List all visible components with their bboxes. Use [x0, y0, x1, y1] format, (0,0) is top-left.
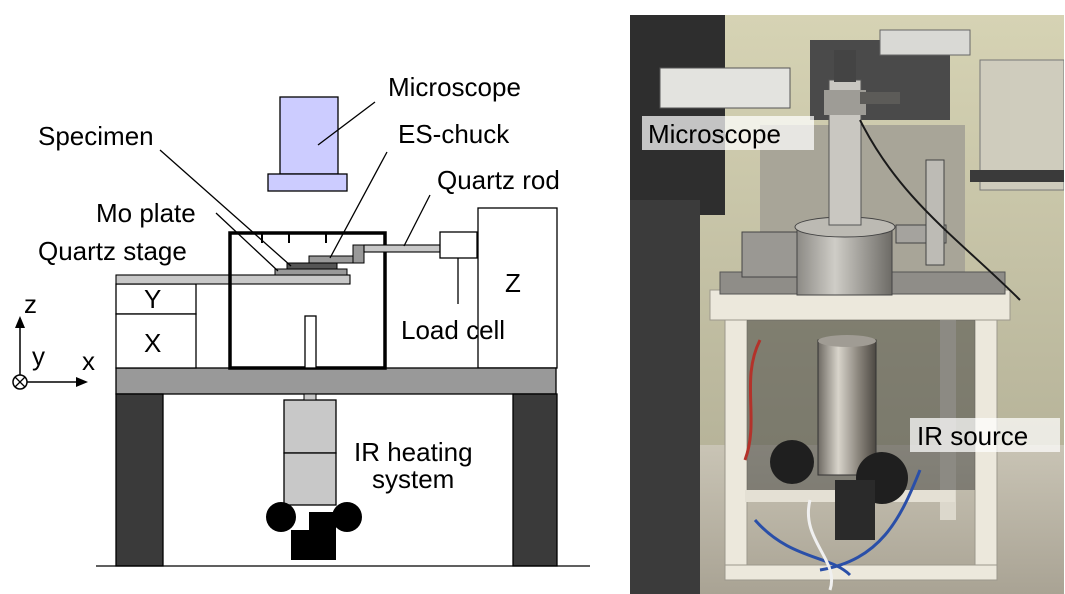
- photo-bg-shelf-left: [630, 15, 725, 215]
- quartz-rod-label: Quartz rod: [437, 165, 560, 195]
- x-axis-label: x: [82, 346, 95, 376]
- schematic-diagram: Microscope Specimen ES-chuck Quartz rod …: [12, 72, 590, 567]
- microscope-base: [267, 173, 348, 192]
- ir-base-block-lower: [291, 530, 336, 560]
- z-arrowhead: [15, 316, 25, 328]
- photo-bg-left-dark: [630, 200, 700, 594]
- load-cell-label: Load cell: [401, 315, 505, 345]
- quartz-rod: [363, 244, 441, 253]
- es-chuck-clamp: [352, 244, 365, 264]
- specimen-leader: [159, 149, 292, 267]
- apparatus-photo: Microscope IR source: [630, 15, 1064, 594]
- photo-microscope-label: Microscope: [648, 119, 781, 149]
- ir-heating-label-line1: IR heating: [354, 437, 473, 467]
- microscope-leader: [317, 101, 376, 146]
- photo-fan-left: [770, 440, 814, 484]
- mo-plate-label: Mo plate: [96, 198, 196, 228]
- photo-left-stage: [741, 231, 798, 278]
- es-chuck-leader: [329, 151, 388, 259]
- y-axis-cross: [14, 376, 26, 388]
- photo-cable-blue: [819, 469, 922, 572]
- photo-ir-source-label-bg: [910, 418, 1060, 452]
- es-chuck-label: ES-chuck: [398, 119, 510, 149]
- microscope-label: Microscope: [388, 72, 521, 102]
- photo-bg-rack-right: [979, 59, 1064, 191]
- photo-bg-table-right: [970, 170, 1064, 182]
- quartz-rod-leader: [403, 194, 431, 247]
- ir-wheel-right: [332, 502, 362, 532]
- ir-heating-lower: [283, 452, 337, 506]
- y-stage-block: [115, 283, 197, 315]
- photo-microscope-ring: [824, 90, 866, 115]
- photo-cable-black: [859, 119, 1021, 301]
- photo-ir-source-label: IR source: [917, 421, 1028, 451]
- photo-load-post: [925, 159, 945, 266]
- photo-bg-device: [879, 29, 971, 56]
- table-top: [115, 367, 557, 395]
- table-leg-left: [115, 393, 164, 567]
- ir-heating-label-line2: system: [372, 464, 454, 494]
- photo-microscope-light: [860, 92, 900, 104]
- ir-connector: [303, 393, 317, 401]
- x-stage-block: [115, 313, 197, 369]
- photo-microscope-top: [834, 50, 856, 82]
- quartz-stage-bar: [115, 274, 351, 285]
- z-axis-label: z: [24, 289, 37, 319]
- y-axis-label: y: [32, 341, 45, 371]
- table-leg-right: [512, 393, 558, 567]
- load-cell: [439, 231, 478, 259]
- photo-frame-bottom: [724, 564, 998, 581]
- y-stage-label: Y: [144, 284, 161, 314]
- specimen-label: Specimen: [38, 121, 154, 151]
- es-chuck: [308, 255, 357, 264]
- microscope-body: [279, 96, 339, 175]
- specimen: [286, 262, 338, 270]
- photo-cable-red: [743, 339, 762, 461]
- z-stage-label: Z: [505, 268, 521, 298]
- photo-ir-cylinder: [817, 339, 877, 476]
- ir-wheel-left: [266, 502, 296, 532]
- photo-microscope-label-bg: [642, 116, 814, 150]
- photo-bg-equipment: [659, 67, 791, 109]
- x-arrowhead: [76, 377, 88, 387]
- photo-frame-leg-left: [724, 319, 748, 581]
- photo-cable-blue-2: [753, 519, 852, 577]
- ir-base-block: [309, 512, 336, 534]
- axes-indicator: z y x: [12, 289, 95, 390]
- photo-ir-base: [835, 480, 875, 540]
- heater-post: [304, 315, 317, 369]
- z-stage-block: [477, 207, 558, 369]
- photo-cable-white: [806, 499, 834, 591]
- mo-plate: [274, 268, 348, 276]
- photo-ir-cylinder-top: [818, 335, 876, 347]
- ir-heating-upper: [283, 399, 337, 454]
- quartz-stage-label: Quartz stage: [38, 236, 187, 266]
- x-stage-label: X: [144, 328, 161, 358]
- mo-plate-leader: [215, 212, 279, 272]
